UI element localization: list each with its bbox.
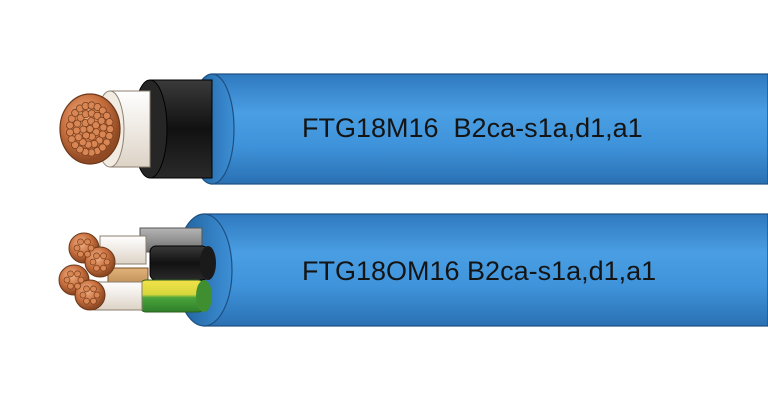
- copper-strand: [67, 282, 74, 290]
- copper-strand: [84, 238, 91, 246]
- copper-strand: [99, 123, 108, 132]
- copper-strand: [66, 128, 75, 137]
- copper-strand: [98, 106, 107, 115]
- cable-1: FTG18M16 B2ca-s1a,d1,a1: [59, 73, 768, 185]
- copper-strand: [66, 121, 75, 130]
- cable-1-conductor: [59, 93, 121, 165]
- copper-strand: [89, 258, 97, 266]
- copper-strand: [93, 264, 100, 272]
- copper-strand: [83, 297, 90, 305]
- copper-strand: [93, 252, 100, 260]
- copper-strand: [72, 126, 81, 135]
- copper-strand: [67, 270, 74, 278]
- cable-2-conductors: [58, 232, 116, 311]
- copper-strand: [98, 130, 107, 139]
- copper-strand: [90, 297, 97, 305]
- copper-strand: [106, 125, 115, 134]
- cable-2-core-black-end: [200, 246, 216, 280]
- copper-strand: [87, 244, 95, 252]
- copper-strand: [98, 143, 107, 152]
- cable-2-core-yg-end: [196, 280, 212, 312]
- copper-strand: [73, 244, 81, 252]
- copper-strand: [63, 276, 71, 284]
- copper-strand: [71, 140, 80, 149]
- copper-strand: [77, 238, 84, 246]
- cable-2-sheath: [203, 213, 768, 327]
- copper-strand: [67, 114, 76, 123]
- copper-strand: [67, 135, 76, 144]
- copper-strand: [100, 264, 107, 272]
- cable-1-label: FTG18M16 B2ca-s1a,d1,a1: [302, 113, 643, 143]
- copper-strand: [74, 282, 81, 290]
- cable-2-conductor-4: [74, 279, 106, 311]
- copper-strand: [91, 121, 100, 130]
- copper-strand: [79, 291, 87, 299]
- cable-2-core-yellow-green: [139, 279, 205, 313]
- cable-2-core-black: [149, 245, 209, 281]
- cable-2: FTG18OM16 B2ca-s1a,d1,a1: [58, 213, 768, 327]
- copper-strand: [90, 285, 97, 293]
- copper-strand: [77, 250, 84, 258]
- copper-strand: [102, 138, 111, 147]
- copper-strand: [105, 118, 114, 127]
- copper-strand: [84, 250, 91, 258]
- copper-strand: [74, 133, 83, 142]
- cable-1-sheath: [211, 73, 768, 185]
- cable-2-conductor-2: [84, 246, 116, 278]
- copper-strand: [93, 291, 101, 299]
- copper-strand: [73, 119, 82, 128]
- copper-strand: [100, 252, 107, 260]
- copper-strand: [83, 285, 90, 293]
- cable-2-label: FTG18OM16 B2ca-s1a,d1,a1: [302, 256, 656, 286]
- copper-strand: [74, 270, 81, 278]
- copper-strand: [103, 258, 111, 266]
- copper-strand: [77, 276, 85, 284]
